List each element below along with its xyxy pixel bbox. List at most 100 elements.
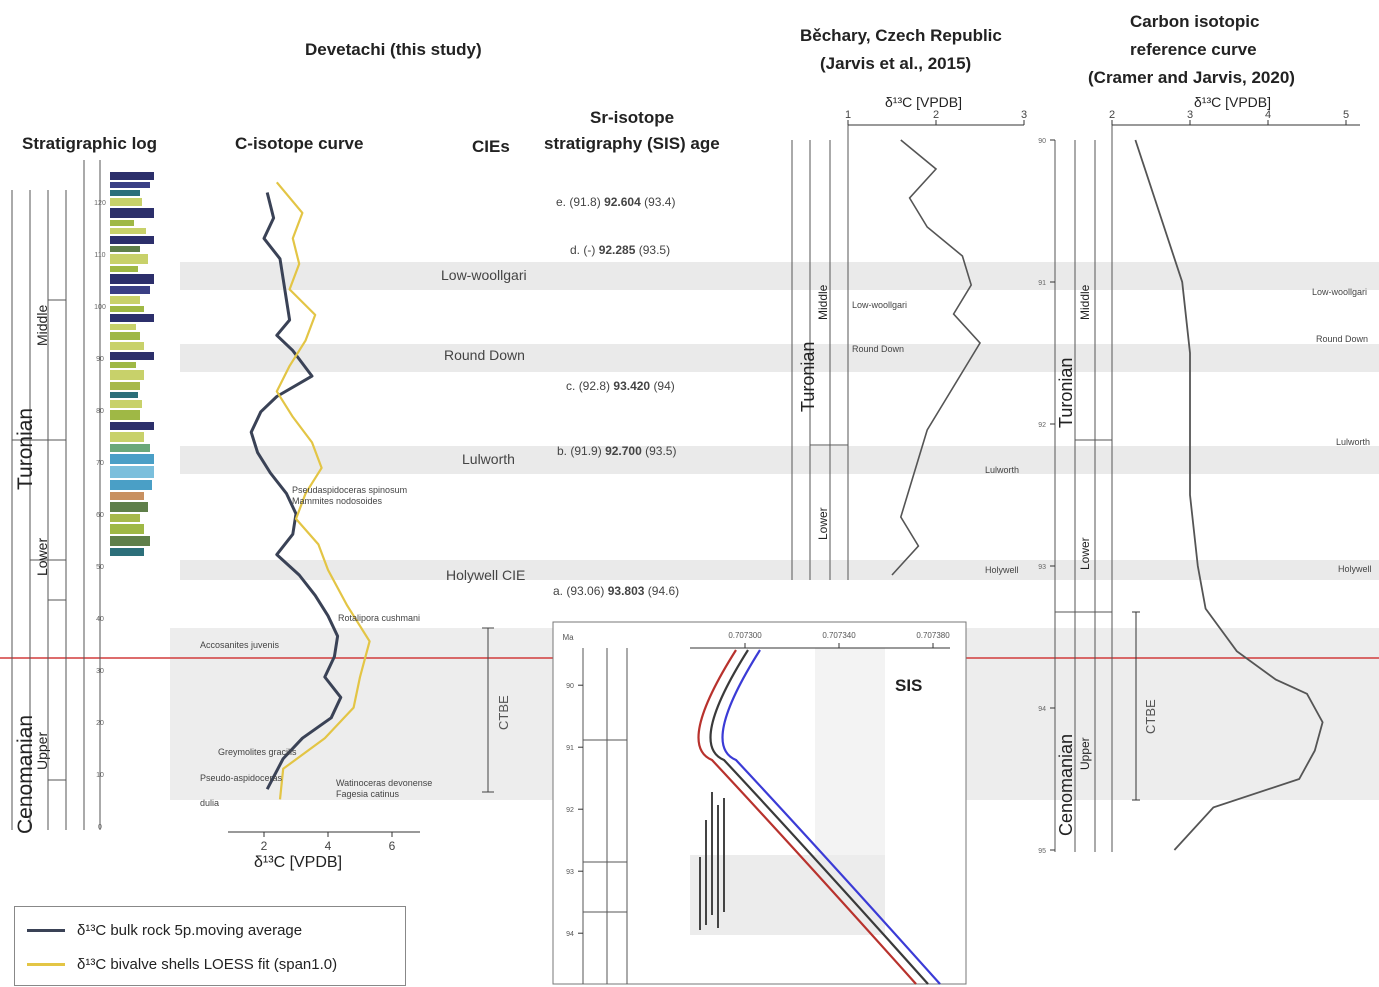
cram-ctbe-label: CTBE (1143, 699, 1158, 734)
cram-round-down: Round Down (1316, 334, 1369, 344)
cram-ma-label-4: 94 (1038, 706, 1046, 713)
lithology-bars (110, 172, 154, 556)
cramer-title: Carbon isotopic (1130, 12, 1260, 31)
c-isotope-header: C-isotope curve (235, 134, 364, 153)
sis-inset-title: SIS (895, 676, 923, 695)
log-tick-10: 20 (96, 720, 104, 727)
bech-axis-label: δ¹³C [VPDB] (885, 94, 963, 110)
log-tick-12: 0 (98, 824, 102, 831)
sis-header-2: stratigraphy (SIS) age (544, 134, 720, 153)
lower-label: Lower (34, 537, 50, 576)
cram-axis-label: δ¹³C [VPDB] (1194, 94, 1272, 110)
lithology-bed-24 (110, 400, 142, 408)
lithology-bed-7 (110, 236, 154, 244)
strat-log-columns (11, 160, 101, 830)
c-axis-ticklabel-2: 6 (389, 839, 396, 853)
cram-middle-label: Middle (1078, 284, 1092, 320)
cramer-reference: (Cramer and Jarvis, 2020) (1088, 68, 1295, 87)
legend-swatch-bulk (27, 928, 65, 932)
upper-label: Upper (34, 731, 50, 770)
cie-holywell: Holywell CIE (446, 567, 526, 583)
cie-round-down: Round Down (444, 347, 525, 363)
cram-ma-label-2: 92 (1038, 422, 1046, 429)
sis-ma-ticklabel-3: 93 (566, 869, 574, 876)
sis-age-a: a. (93.06) 93.803 (94.6) (553, 584, 680, 598)
cram-ticklabel-0: 2 (1109, 109, 1115, 121)
lithology-bed-3 (110, 198, 142, 206)
bivalve-shell-curve (275, 181, 371, 800)
cram-ma-label-0: 90 (1038, 138, 1046, 145)
fossil-label-pseudo3: dulia (200, 798, 220, 808)
lithology-bed-15 (110, 314, 154, 322)
legend-swatch-shells (27, 962, 65, 966)
lithology-bed-33 (110, 502, 148, 512)
sis-ma-ticklabel-4: 94 (566, 931, 574, 938)
log-tick-9: 30 (96, 668, 104, 675)
bechary-title: Běchary, Czech Republic (800, 26, 1002, 45)
lithology-bed-23 (110, 392, 138, 398)
fossil-label-rotal: Rotalipora cushmani (338, 613, 421, 623)
lithology-bed-28 (110, 444, 150, 452)
lithology-bed-32 (110, 492, 144, 500)
lithology-bed-20 (110, 362, 136, 368)
bulk-rock-curve (249, 192, 343, 790)
cram-low-woollgari: Low-woollgari (1312, 287, 1368, 297)
sis-ma-ticklabel-2: 92 (566, 807, 574, 814)
bech-ticklabel-1: 2 (933, 109, 939, 121)
lithology-bed-37 (110, 548, 144, 556)
sis-age-e: e. (91.8) 92.604 (93.4) (556, 195, 676, 209)
fossil-label-1: Pseudaspidoceras spinosum (292, 485, 408, 495)
lithology-bed-5 (110, 220, 134, 226)
sis-curve-upper (721, 649, 941, 985)
middle-label: Middle (34, 304, 50, 346)
bech-lulworth: Lulworth (985, 465, 1020, 475)
cram-curve (1134, 139, 1324, 851)
log-tick-1: 110 (94, 252, 105, 259)
bech-ticklabel-2: 3 (1021, 109, 1027, 121)
sis-ma-ticklabel-0: 90 (566, 683, 574, 690)
log-tick-7: 50 (96, 564, 104, 571)
log-tick-11: 10 (96, 772, 104, 779)
lithology-bed-9 (110, 254, 148, 264)
cram-ma-label-1: 91 (1038, 280, 1046, 287)
log-tick-0: 120 (94, 200, 106, 207)
devetachi-title: Devetachi (this study) (305, 40, 482, 59)
lithology-bed-27 (110, 432, 144, 442)
bech-middle-label: Middle (816, 284, 830, 320)
lithology-bed-0 (110, 172, 154, 180)
cram-ticklabel-3: 5 (1343, 109, 1349, 121)
bech-holywell: Holywell (985, 565, 1019, 575)
lithology-bed-29 (110, 454, 154, 464)
bech-curve (891, 139, 981, 576)
legend: δ¹³C bulk rock 5p.moving average δ¹³C bi… (14, 906, 406, 986)
fossil-label-watin: Watinoceras devonense (336, 778, 433, 788)
band-low-woollgari (180, 262, 1379, 290)
lithology-bed-14 (110, 306, 144, 312)
lithology-bed-1 (110, 182, 150, 188)
bechary-reference: (Jarvis et al., 2015) (820, 54, 972, 73)
fossil-label-2: Mammites nodosoides (292, 496, 383, 506)
c-axis-label: δ¹³C [VPDB] (254, 854, 343, 871)
cie-lulworth: Lulworth (462, 451, 515, 467)
log-tick-5: 70 (96, 460, 104, 467)
sis-inset-shading (690, 855, 885, 935)
sis-curve-mid (709, 649, 929, 985)
lithology-bed-2 (110, 190, 140, 196)
lithology-bed-12 (110, 286, 150, 294)
bech-ticklabel-0: 1 (845, 109, 851, 121)
legend-item-bulk: δ¹³C bulk rock 5p.moving average (27, 919, 302, 941)
ctbe-label: CTBE (496, 695, 511, 730)
lithology-bed-11 (110, 274, 154, 284)
strat-log-header: Stratigraphic log (22, 134, 158, 153)
lithology-bed-34 (110, 514, 140, 522)
lithology-bed-10 (110, 266, 138, 272)
lithology-bed-31 (110, 480, 152, 490)
band-lulworth (180, 446, 1379, 474)
sis-ticklabel-2: 0.707380 (916, 631, 950, 640)
sis-header-1: Sr-isotope (590, 108, 675, 127)
fossil-label-grey: Greymolites gracilis (218, 747, 297, 757)
c-axis-ticklabel-1: 4 (325, 839, 332, 853)
